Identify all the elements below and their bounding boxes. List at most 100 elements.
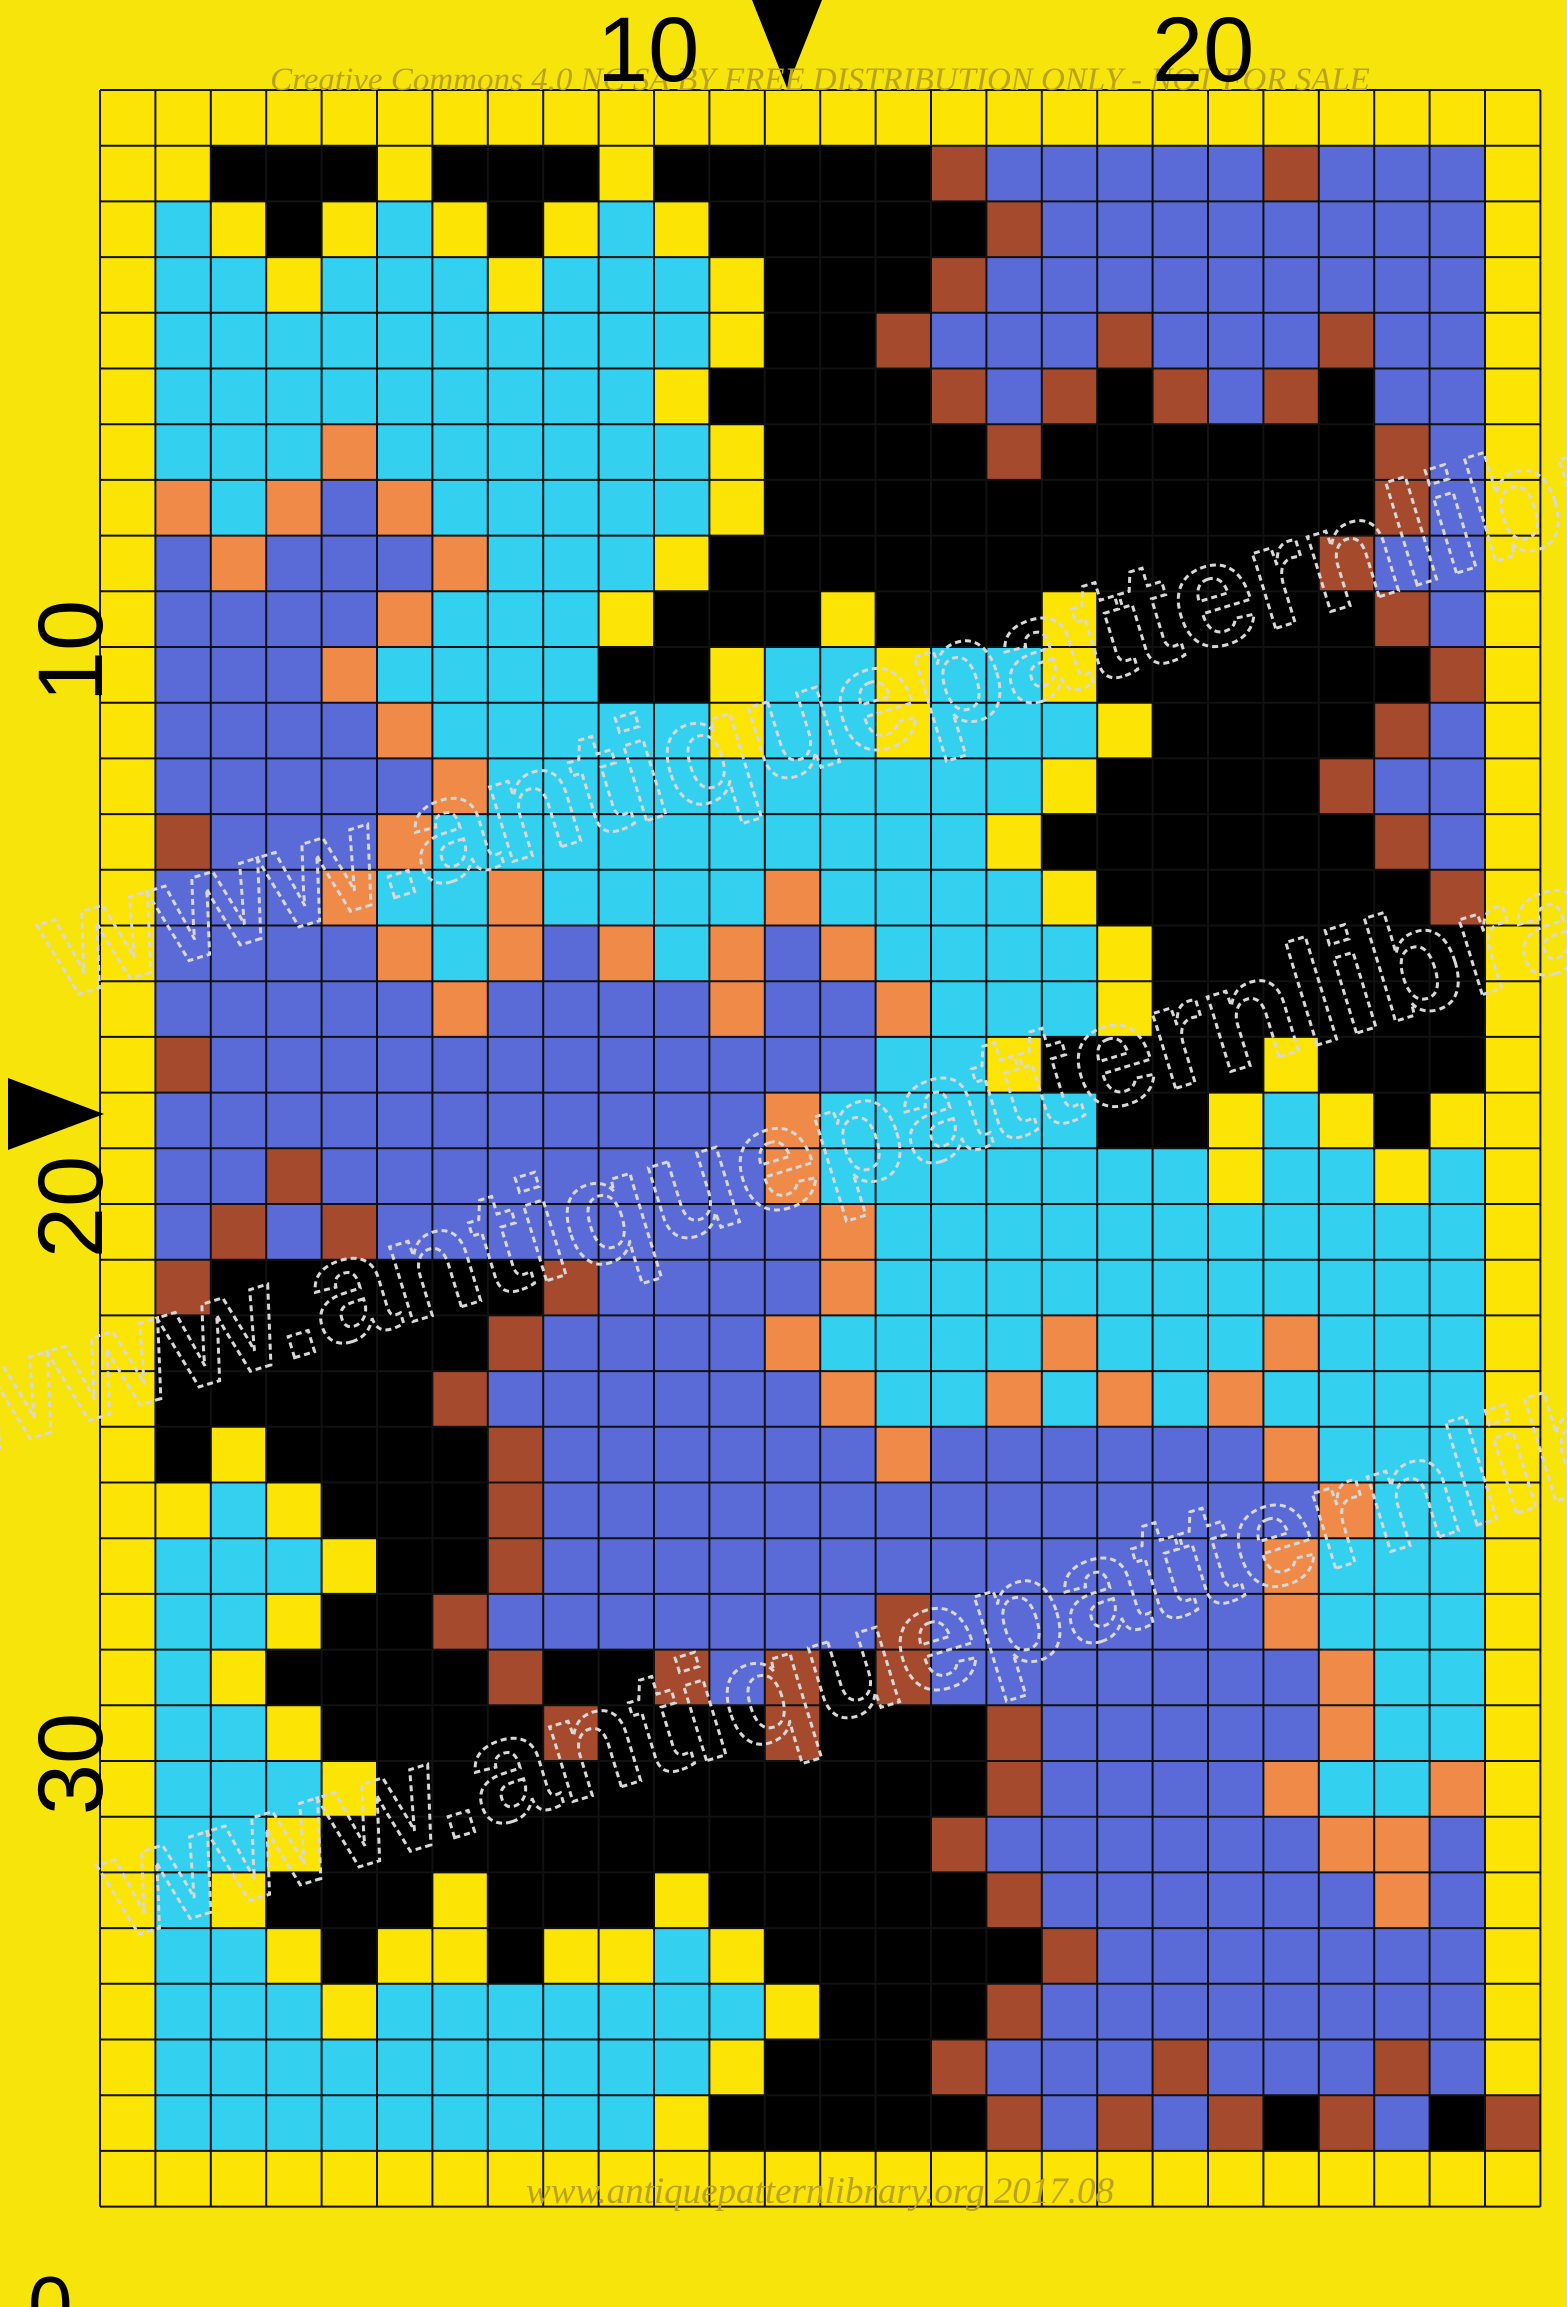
grid-cell (377, 647, 432, 703)
grid-cell (1097, 146, 1152, 202)
grid-cell (654, 1371, 709, 1427)
grid-cell (765, 1483, 820, 1539)
grid-cell (266, 1872, 321, 1928)
grid-cell (1042, 369, 1097, 425)
grid-cell (211, 424, 266, 480)
grid-cell (543, 1371, 598, 1427)
grid-cell (211, 313, 266, 369)
grid-cell (1097, 480, 1152, 536)
grid-cell (820, 1093, 875, 1149)
grid-cell (1485, 1594, 1540, 1650)
grid-cell (1374, 1650, 1429, 1706)
grid-cell (1430, 1037, 1485, 1093)
grid-cell (322, 536, 377, 592)
grid-cell (986, 146, 1041, 202)
grid-cell (765, 536, 820, 592)
grid-cell (211, 1984, 266, 2040)
grid-cell (1097, 1817, 1152, 1873)
grid-cell (1485, 1928, 1540, 1984)
grid-cell (709, 1315, 764, 1371)
grid-cell (1263, 1148, 1318, 1204)
grid-cell (1042, 1204, 1097, 1260)
grid-cell (986, 1928, 1041, 1984)
grid-cell (1430, 1204, 1485, 1260)
grid-cell (709, 1594, 764, 1650)
grid-cell (1430, 1148, 1485, 1204)
grid-cell (931, 1483, 986, 1539)
grid-cell (931, 1260, 986, 1316)
grid-cell (876, 201, 931, 257)
grid-cell (1485, 758, 1540, 814)
grid-cell (211, 981, 266, 1037)
grid-cell (1263, 1761, 1318, 1817)
grid-cell (1097, 2095, 1152, 2151)
grid-cell (820, 981, 875, 1037)
grid-cell (876, 870, 931, 926)
grid-cell (1374, 870, 1429, 926)
grid-cell (654, 1148, 709, 1204)
grid-cell (211, 1594, 266, 1650)
grid-cell (155, 647, 210, 703)
grid-cell (1319, 1093, 1374, 1149)
grid-cell (155, 2040, 210, 2096)
grid-cell (1263, 146, 1318, 202)
grid-cell (1374, 703, 1429, 759)
grid-cell (100, 1650, 155, 1706)
grid-cell (1430, 2095, 1485, 2151)
grid-cell (211, 2040, 266, 2096)
grid-cell (876, 146, 931, 202)
grid-cell (432, 1204, 487, 1260)
grid-cell (322, 1427, 377, 1483)
grid-cell (1208, 926, 1263, 982)
grid-cell (1208, 480, 1263, 536)
grid-cell (709, 814, 764, 870)
grid-cell (322, 257, 377, 313)
grid-cell (709, 981, 764, 1037)
grid-cell (1208, 369, 1263, 425)
grid-cell (1153, 703, 1208, 759)
grid-cell (100, 146, 155, 202)
grid-cell (155, 1928, 210, 1984)
grid-cell (488, 1427, 543, 1483)
grid-cell (820, 1371, 875, 1427)
grid-cell (1208, 870, 1263, 926)
grid-cell (1374, 424, 1429, 480)
grid-cell (543, 1204, 598, 1260)
grid-cell (765, 2040, 820, 2096)
grid-cell (100, 1037, 155, 1093)
grid-cell (1042, 814, 1097, 870)
grid-cell (654, 257, 709, 313)
grid-cell (211, 647, 266, 703)
grid-cell (155, 870, 210, 926)
grid-cell (543, 1928, 598, 1984)
grid-cell (654, 758, 709, 814)
grid-cell (1042, 2095, 1097, 2151)
grid-cell (488, 1371, 543, 1427)
grid-cell (100, 2040, 155, 2096)
grid-cell (1263, 1260, 1318, 1316)
grid-cell (1374, 591, 1429, 647)
grid-cell (1430, 647, 1485, 703)
grid-cell (266, 1594, 321, 1650)
grid-cell (432, 814, 487, 870)
grid-cell (100, 814, 155, 870)
grid-cell (1208, 591, 1263, 647)
grid-cell (654, 1204, 709, 1260)
grid-cell (1042, 647, 1097, 703)
grid-cell (599, 1260, 654, 1316)
grid-cell (543, 257, 598, 313)
grid-cell (211, 1204, 266, 1260)
grid-cell (876, 1928, 931, 1984)
grid-cell (1374, 1093, 1429, 1149)
grid-cell (1374, 313, 1429, 369)
grid-cell (488, 981, 543, 1037)
grid-cell (488, 591, 543, 647)
grid-cell (1319, 814, 1374, 870)
grid-cell (599, 1427, 654, 1483)
grid-cell (488, 257, 543, 313)
grid-cell (986, 1315, 1041, 1371)
grid-cell (155, 313, 210, 369)
grid-cell (1263, 480, 1318, 536)
grid-cell (543, 369, 598, 425)
grid-cell (1153, 1483, 1208, 1539)
